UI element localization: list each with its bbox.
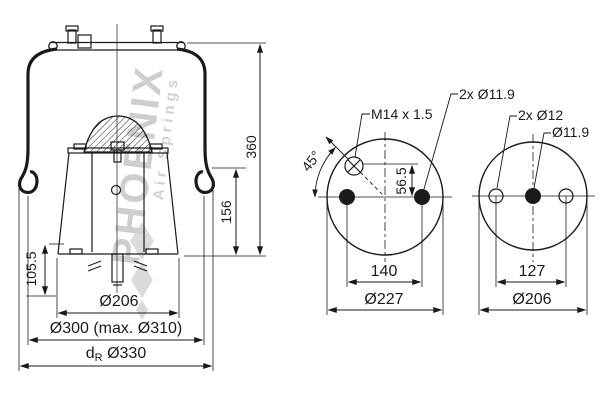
right-extension-lines [478, 196, 588, 315]
middle-view [312, 93, 458, 315]
middle-extension-lines [326, 163, 444, 315]
right-holes-label: 2x Ø12 [518, 107, 564, 123]
dim-design-diameter-label: Ø300 (max. Ø310) [49, 320, 183, 337]
bellows-outline-right [176, 47, 215, 195]
center-hole-leader [533, 132, 551, 189]
dim-piston-diameter-label: Ø206 [99, 293, 139, 310]
dim-middle-plate-label: Ø227 [364, 291, 404, 308]
dim-stud-length-label: 105.5 [23, 251, 39, 287]
middle-holes-label: 2x Ø11.9 [459, 86, 515, 102]
dim-middle-spacing-label: 140 [370, 263, 398, 280]
side-view [18, 24, 266, 371]
top-plate [48, 41, 186, 51]
bump-stop [83, 115, 153, 153]
bellows-outline [18, 47, 58, 195]
dim-total-height-label: 360 [243, 135, 259, 159]
angle-arc [312, 147, 336, 198]
rolling-value: Ø330 [107, 345, 147, 362]
stud-hole-left [339, 189, 355, 205]
dim-right-spacing-label: 127 [518, 263, 546, 280]
stud-hole-right [414, 189, 430, 205]
holes-leader [423, 93, 458, 190]
rolling-subscript: R [94, 352, 103, 364]
dim-piston-height-label: 156 [218, 200, 234, 224]
air-fitting-symbol [344, 156, 364, 176]
bottom-stud [87, 253, 148, 286]
dim-right-plate-label: Ø206 [512, 291, 552, 308]
right-center-hole-label: Ø11.9 [552, 124, 590, 140]
right-dimension-lines [479, 278, 587, 314]
right-view [472, 115, 595, 315]
side-extension-lines [18, 42, 266, 371]
fitting-leader [354, 113, 370, 158]
top-studs [65, 25, 164, 49]
piston [57, 141, 179, 255]
middle-dimension-lines [327, 164, 443, 314]
side-dimension-lines [19, 43, 264, 370]
right-holes-leader [496, 115, 517, 189]
air-port [110, 184, 122, 196]
rolling-prefix: d [85, 345, 95, 362]
dim-fitting-offset-label: 56.5 [393, 167, 409, 195]
dim-rolling-diameter-label: dR Ø330 [86, 346, 146, 364]
air-fitting-label: M14 x 1.5 [371, 106, 433, 122]
center-hole [525, 188, 541, 204]
